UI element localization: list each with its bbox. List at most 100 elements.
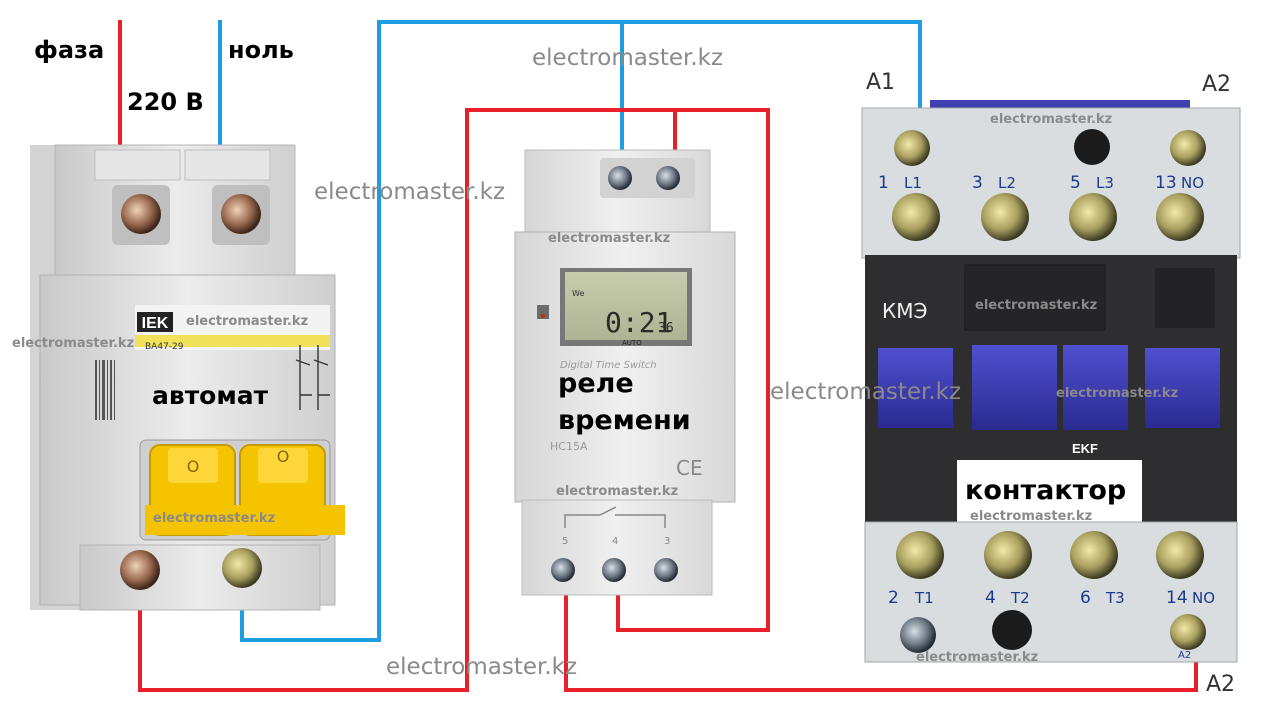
phase-breaker-to-relay-wire [138, 108, 677, 692]
a2-top-label: A2 [1202, 72, 1231, 97]
watermark-small-breaker-handle: electromaster.kz [153, 511, 275, 526]
contactor-13no-screw-icon [1156, 193, 1204, 241]
contactor-blue-block-2 [972, 345, 1057, 430]
contactor-bottom-terminal-2-name: T2 [1010, 589, 1030, 607]
contactor-brand-text: EKF [1072, 441, 1098, 456]
breaker-label: автомат [152, 381, 269, 410]
breaker-brand-logo [137, 312, 173, 332]
contactor-lower-left-screw-icon [900, 617, 936, 653]
relay-indicator-led [537, 305, 549, 319]
contactor-top-terminal-3-name: L3 [1096, 174, 1114, 192]
contactor-bottom-terminal-2-num: 4 [985, 588, 996, 608]
breaker-bottom-housing [79, 544, 321, 611]
relay-lcd-seconds: 36 [658, 321, 674, 336]
breaker-yellow-band [135, 335, 330, 347]
watermark-small-contactor-top: electromaster.kz [990, 112, 1112, 127]
breaker-handle-right-mark: O [277, 447, 290, 466]
contactor-l3-screw-icon [1069, 193, 1117, 241]
relay-terminal-num-2: 4 [612, 536, 618, 547]
contactor-bottom-terminal-1-name: T1 [914, 589, 934, 607]
contactor-bottom-terminal-3-num: 6 [1080, 588, 1091, 608]
contactor-l1-screw-icon [892, 193, 940, 241]
contactor-t2-screw-icon [984, 531, 1032, 579]
time-relay: We 0:21 36 AUTO Digital Time Switch HC15… [514, 149, 736, 596]
a2-bottom-label: A2 [1206, 672, 1235, 697]
contactor-top-terminal-3-num: 5 [1070, 173, 1081, 193]
a1-label: A1 [866, 70, 895, 95]
contactor-bottom-terminal-1-num: 2 [888, 588, 899, 608]
relay-ce-mark: CE [676, 456, 703, 480]
relay-bottom-screw-1-icon [551, 558, 575, 582]
voltage-label: 220 В [127, 88, 204, 116]
watermark-left-mid: electromaster.kz [314, 179, 505, 205]
contactor-bottom-terminals: 2 T1 4 T2 6 T3 14 NO [888, 531, 1215, 608]
contactor-bottom-a2-mark: A2 [1178, 650, 1191, 661]
contactor-t3-screw-icon [1070, 531, 1118, 579]
circuit-breaker: IEK ВА47-29 O O [30, 144, 345, 611]
neutral-label: ноль [228, 36, 294, 64]
breaker-bottom-right-screw-icon [222, 548, 262, 588]
contactor-top-terminal-2-num: 3 [972, 173, 983, 193]
contactor-bottom-terminal-4-num: 14 [1166, 588, 1188, 608]
contactor-blue-block-1 [878, 348, 953, 428]
contactor-t1-screw-icon [896, 531, 944, 579]
relay-to-a2-wire [564, 595, 1198, 692]
contactor-lower-right-screw-icon [1170, 614, 1206, 650]
contactor-top-terminal-2-name: L2 [998, 174, 1016, 192]
breaker-bottom-left-screw-icon [120, 550, 160, 590]
relay-label-line1: реле [558, 368, 634, 399]
relay-indicator-dot [541, 314, 545, 318]
breaker-barcode [95, 360, 115, 420]
watermark-center-right: electromaster.kz [770, 379, 961, 405]
watermark-small-breaker-top: electromaster.kz [186, 314, 308, 329]
contactor-model-label: КМЭ [882, 299, 927, 323]
neutral-to-relay-and-a1-wire [240, 20, 922, 642]
relay-bottom-screw-2-icon [602, 558, 626, 582]
contactor-upper-center-hole-icon [1074, 129, 1110, 165]
relay-label-line2: времени [558, 405, 691, 436]
watermark-top: electromaster.kz [532, 45, 723, 71]
watermark-small-contactor-mid: electromaster.kz [975, 298, 1097, 313]
contactor-l2-screw-icon [981, 193, 1029, 241]
contactor-top-terminal-4-num: 13 [1155, 173, 1177, 193]
breaker-top-right-screw-icon [221, 194, 261, 234]
relay-lcd-day: We [572, 289, 584, 298]
watermark-small-contactor-bottom: electromaster.kz [916, 650, 1038, 665]
contactor-upper-right-window [1155, 268, 1215, 328]
relay-model: HC15A [550, 440, 588, 453]
relay-contact-symbol-icon [564, 506, 666, 528]
breaker-top-cap-right [184, 149, 271, 181]
phase-label: фаза [34, 36, 104, 64]
contactor-top-terminal-4-name: NO [1181, 174, 1204, 192]
watermark-small-contactor-plate: electromaster.kz [970, 509, 1092, 524]
watermark-small-breaker-left: electromaster.kz [12, 336, 134, 351]
relay-lcd-mode: AUTO [622, 339, 642, 347]
relay-bottom-screw-3-icon [654, 558, 678, 582]
breaker-handle-bar [145, 505, 345, 535]
watermarks: electromaster.kz electromaster.kz electr… [12, 45, 1178, 680]
contactor-top-terminal-1-name: L1 [904, 174, 922, 192]
breaker-brand-text: IEK [142, 315, 169, 332]
relay-caption: Digital Time Switch [560, 360, 657, 371]
contactor-upper-window [964, 264, 1106, 331]
contactor: 1 L1 3 L2 5 L3 13 NO КМЭ EKF [861, 100, 1241, 663]
breaker-handle-left-mark: O [187, 457, 200, 476]
watermark-bottom: electromaster.kz [386, 654, 577, 680]
contactor-blue-block-3 [1063, 345, 1128, 430]
watermark-small-relay-top: electromaster.kz [548, 231, 670, 246]
relay-lcd-screen [565, 272, 687, 340]
contactor-blue-block-4 [1145, 348, 1220, 428]
relay-terminal-num-3: 3 [664, 536, 670, 547]
breaker-top-left-screw-icon [121, 194, 161, 234]
relay-top-right-screw-icon [656, 166, 680, 190]
relay-lcd-time: 0:21 [605, 306, 672, 339]
contactor-14no-screw-icon [1156, 531, 1204, 579]
contactor-top-terminal-1-num: 1 [878, 173, 889, 193]
contactor-a2-top-screw-icon [1170, 130, 1206, 166]
contactor-bottom-terminal-3-name: T3 [1105, 589, 1125, 607]
watermark-small-contactor-blue: electromaster.kz [1056, 386, 1178, 401]
relay-terminal-num-1: 5 [562, 536, 568, 547]
contactor-lower-center-hole-icon [992, 610, 1032, 650]
watermark-small-relay-bottom: electromaster.kz [556, 484, 678, 499]
